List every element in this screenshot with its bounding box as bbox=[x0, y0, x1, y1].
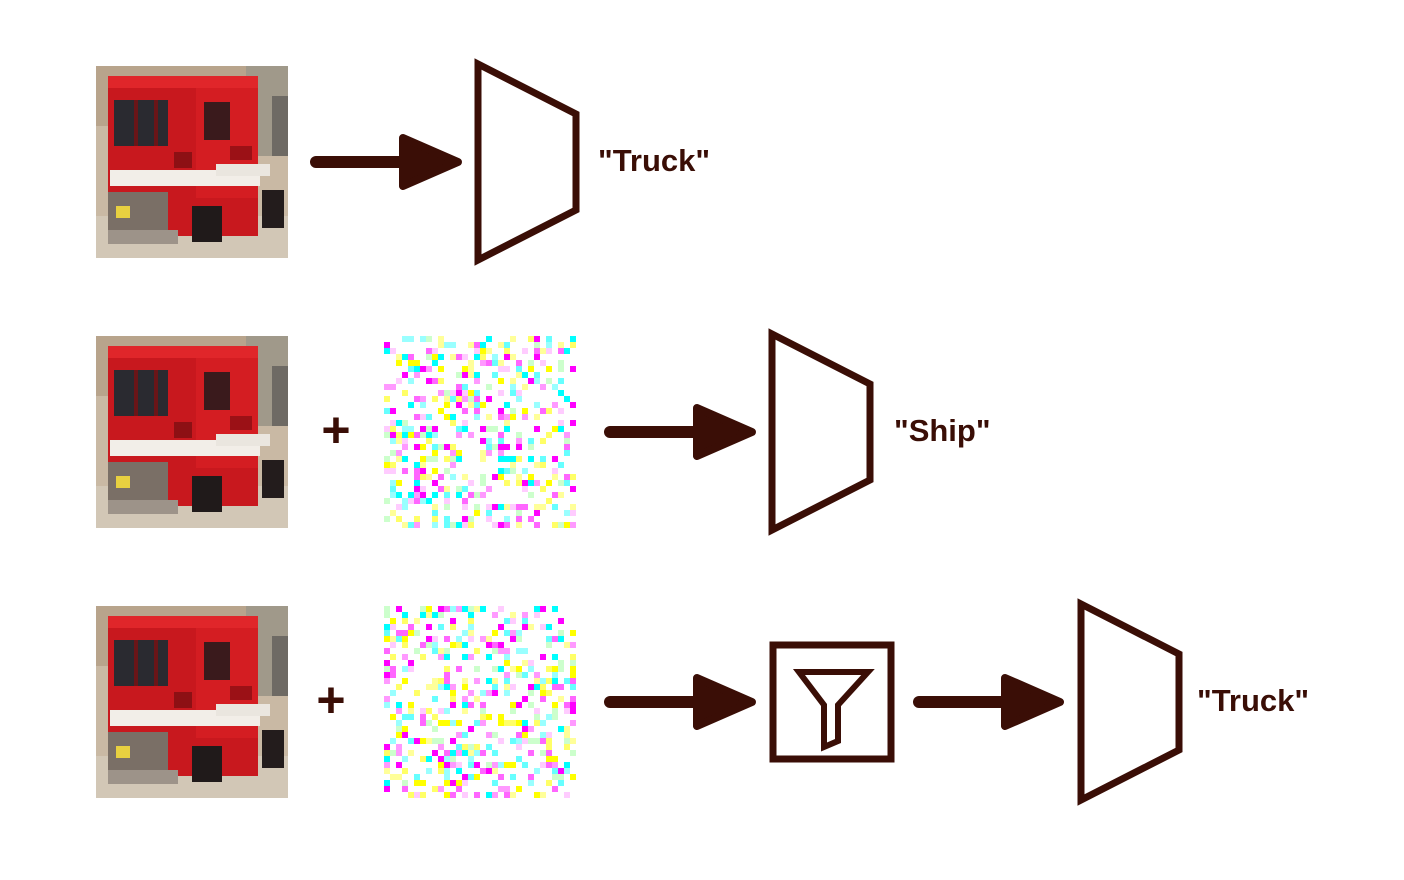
plus-operator: + bbox=[321, 402, 350, 458]
classifier-model bbox=[768, 328, 874, 536]
prediction-label: "Truck" bbox=[598, 143, 710, 178]
arrow bbox=[604, 404, 756, 460]
adversarial-noise-image bbox=[384, 336, 576, 528]
fire-truck-image bbox=[96, 606, 288, 798]
fire-truck-image bbox=[96, 66, 288, 258]
prediction-label: "Ship" bbox=[894, 413, 991, 448]
funnel-filter-icon bbox=[769, 641, 895, 763]
classifier-model bbox=[1077, 598, 1183, 806]
arrow bbox=[310, 134, 462, 190]
adversarial-noise-image bbox=[384, 606, 576, 798]
arrow bbox=[604, 674, 756, 730]
prediction-label: "Truck" bbox=[1197, 683, 1309, 718]
fire-truck-image bbox=[96, 336, 288, 528]
classifier-model bbox=[474, 58, 580, 266]
plus-operator: + bbox=[316, 672, 345, 728]
arrow bbox=[913, 674, 1064, 730]
